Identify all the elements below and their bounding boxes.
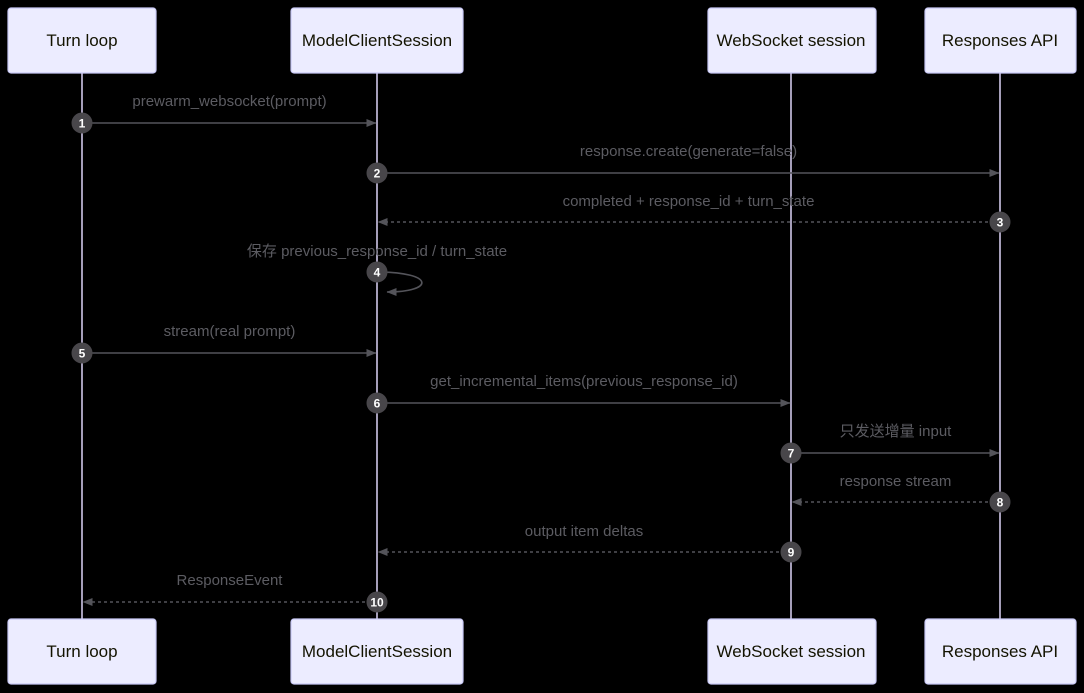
actor-box-bg: [7, 618, 157, 685]
actor-box-top-websocket-session[interactable]: WebSocket session: [707, 7, 877, 74]
sequence-badge-circle: [366, 261, 388, 283]
message-label: ResponseEvent: [177, 572, 284, 589]
message-label: prewarm_websocket(prompt): [132, 93, 326, 110]
sequence-badge-4: 4: [366, 261, 388, 283]
actor-label: WebSocket session: [717, 31, 866, 50]
actor-box-bg: [924, 7, 1077, 74]
actor-box-bottom-websocket-session[interactable]: WebSocket session: [707, 618, 877, 685]
message-3[interactable]: completed + response_id + turn_state: [377, 193, 1000, 226]
actor-label: ModelClientSession: [302, 31, 452, 50]
message-8[interactable]: response stream: [791, 473, 1000, 506]
sequence-badge-number: 5: [79, 347, 86, 361]
sequence-badge-circle: [780, 442, 802, 464]
actor-label: Turn loop: [46, 31, 117, 50]
sequence-badge-3: 3: [989, 211, 1011, 233]
top-actor-boxes: Turn loop ModelClientSession WebSocket ses…: [7, 7, 1077, 74]
actor-box-top-turn-loop[interactable]: Turn loop: [7, 7, 157, 74]
sequence-badge-number: 10: [370, 596, 384, 610]
sequence-badge-number: 4: [374, 266, 381, 280]
sequence-badge-circle: [780, 541, 802, 563]
sequence-badge-circle: [989, 491, 1011, 513]
sequence-badge-number: 1: [79, 117, 86, 131]
message-2[interactable]: response.create(generate=false): [377, 143, 1000, 177]
sequence-badge-6: 6: [366, 392, 388, 414]
actor-box-bottom-responses-api[interactable]: Responses API: [924, 618, 1077, 685]
actor-label: Responses API: [942, 31, 1058, 50]
sequence-badge-circle: [71, 112, 93, 134]
message-label: output item deltas: [525, 523, 643, 540]
sequence-badge-9: 9: [780, 541, 802, 563]
sequence-badge-1: 1: [71, 112, 93, 134]
sequence-badge-number: 9: [788, 546, 795, 560]
sequence-badge-number: 7: [788, 447, 795, 461]
actor-box-bg: [290, 618, 464, 685]
message-self-loop-path: [376, 271, 423, 296]
message-6[interactable]: get_incremental_items(previous_response_…: [377, 373, 791, 407]
sequence-badge-2: 2: [366, 162, 388, 184]
message-label: get_incremental_items(previous_response_…: [430, 373, 738, 390]
actor-box-bg: [290, 7, 464, 74]
actor-box-bottom-model-client-session[interactable]: ModelClientSession: [290, 618, 464, 685]
sequence-badge-circle: [71, 342, 93, 364]
actor-box-bg: [707, 618, 877, 685]
message-10[interactable]: ResponseEvent: [82, 572, 377, 606]
actor-box-bg: [924, 618, 1077, 685]
sequence-badge-circle: [989, 211, 1011, 233]
message-9[interactable]: output item deltas: [377, 523, 791, 556]
actor-box-bottom-turn-loop[interactable]: Turn loop: [7, 618, 157, 685]
actor-box-bg: [7, 7, 157, 74]
actor-box-top-model-client-session[interactable]: ModelClientSession: [290, 7, 464, 74]
sequence-badge-7: 7: [780, 442, 802, 464]
sequence-badge-circle: [366, 392, 388, 414]
actor-label: WebSocket session: [717, 642, 866, 661]
message-5[interactable]: stream(real prompt): [82, 323, 377, 357]
actor-box-top-responses-api[interactable]: Responses API: [924, 7, 1077, 74]
messages-group: prewarm_websocket(prompt) response.create…: [82, 93, 1000, 606]
actor-label: ModelClientSession: [302, 642, 452, 661]
actor-label: Responses API: [942, 642, 1058, 661]
sequence-badge-8: 8: [989, 491, 1011, 513]
message-4[interactable]: 保存 previous_response_id / turn_state: [247, 243, 507, 296]
message-label: response stream: [840, 473, 952, 490]
message-label: 只发送增量 input: [840, 423, 953, 440]
sequence-badge-number: 3: [997, 216, 1004, 230]
sequence-badge-10: 10: [366, 591, 388, 613]
sequence-badge-number: 6: [374, 397, 381, 411]
message-label: 保存 previous_response_id / turn_state: [247, 243, 507, 260]
message-label: completed + response_id + turn_state: [563, 193, 815, 210]
sequence-badge-circle: [366, 591, 388, 613]
message-label: stream(real prompt): [164, 323, 296, 340]
sequence-badge-5: 5: [71, 342, 93, 364]
message-1[interactable]: prewarm_websocket(prompt): [82, 93, 377, 127]
message-7[interactable]: 只发送增量 input: [791, 423, 1000, 457]
message-label: response.create(generate=false): [580, 143, 797, 160]
sequence-badge-circle: [366, 162, 388, 184]
actor-label: Turn loop: [46, 642, 117, 661]
sequence-badge-number: 2: [374, 167, 381, 181]
sequence-badges-group: 1 2 3 4 5 6 7 8 9 10: [71, 112, 1011, 613]
bottom-actor-boxes: Turn loop ModelClientSession WebSocket ses…: [7, 618, 1077, 685]
actor-box-bg: [707, 7, 877, 74]
sequence-badge-number: 8: [997, 496, 1004, 510]
